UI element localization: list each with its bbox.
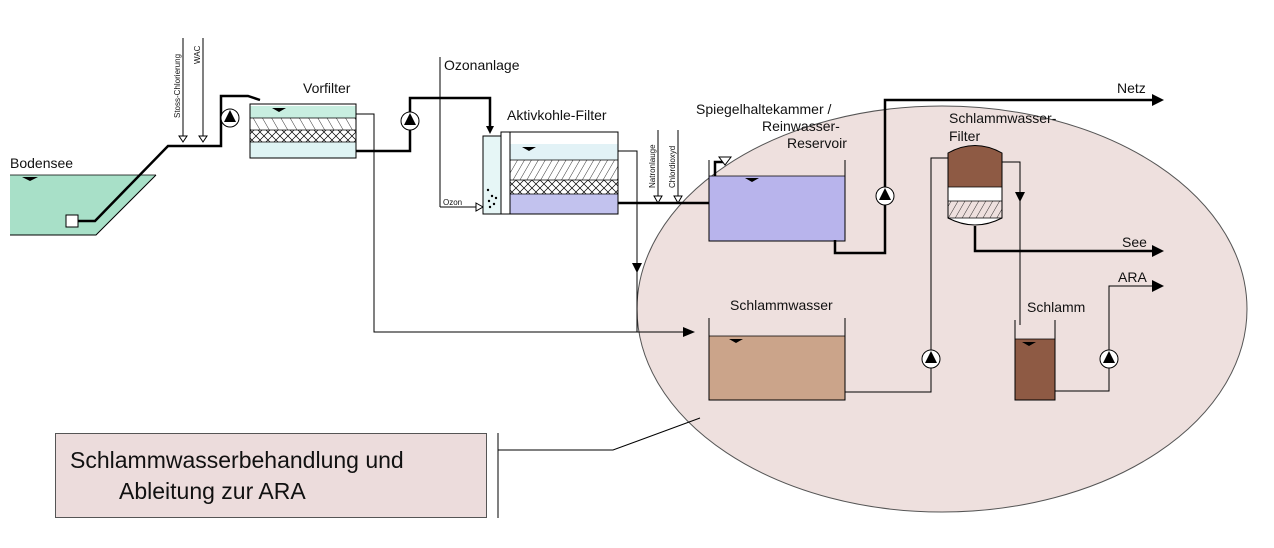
chlordioxyd-label: Chlordioxyd xyxy=(668,146,677,188)
schlammwasser-tank xyxy=(708,318,846,401)
schlamm-label: Schlamm xyxy=(1027,299,1085,315)
schlammwasser-filter-label-1: Schlammwasser- xyxy=(949,110,1057,126)
schlammwasser-filter-vessel xyxy=(947,145,1003,226)
wac-label: WAC xyxy=(193,45,202,64)
annotation-line-2: Ableitung zur ARA xyxy=(119,478,306,504)
see-label: See xyxy=(1122,234,1147,250)
reinwasser-reservoir-tank xyxy=(708,156,846,242)
pump-icon xyxy=(220,108,240,128)
ozone-contact-column xyxy=(482,135,502,215)
schlammwasser-label: Schlammwasser xyxy=(730,297,833,313)
aktivkohle-label: Aktivkohle-Filter xyxy=(507,107,607,123)
pump-icon xyxy=(921,349,941,369)
pump-icon xyxy=(1099,349,1119,369)
annotation-box: Schlammwasserbehandlung und Ableitung zu… xyxy=(55,433,487,518)
sludge-treatment-area xyxy=(636,105,1248,513)
aktivkohle-filter-tank xyxy=(500,131,619,215)
ozonanlage-label: Ozonanlage xyxy=(444,57,520,73)
stoss-chlorierung-label: Stoss-Chlorierung xyxy=(173,54,182,118)
ozon-label: Ozon xyxy=(443,198,462,207)
vorfilter-tank xyxy=(249,103,357,159)
spiegel-label-3: Reservoir xyxy=(787,135,847,151)
schlammwasser-filter-label-2: Filter xyxy=(949,128,980,144)
ara-label: ARA xyxy=(1118,269,1147,285)
spiegel-label-1: Spiegelhaltekammer / xyxy=(696,101,832,117)
netz-label: Netz xyxy=(1117,80,1146,96)
natronlauge-label: Natronlauge xyxy=(648,144,657,188)
bodensee-label: Bodensee xyxy=(10,155,73,171)
pump-icon xyxy=(875,186,895,206)
vorfilter-label: Vorfilter xyxy=(303,80,351,96)
pump-icon xyxy=(400,111,420,131)
schlamm-tank xyxy=(1014,320,1056,401)
bodensee-lake xyxy=(10,174,157,236)
spiegel-label-2: Reinwasser- xyxy=(762,118,840,134)
annotation-line-1: Schlammwasserbehandlung und xyxy=(70,447,404,473)
